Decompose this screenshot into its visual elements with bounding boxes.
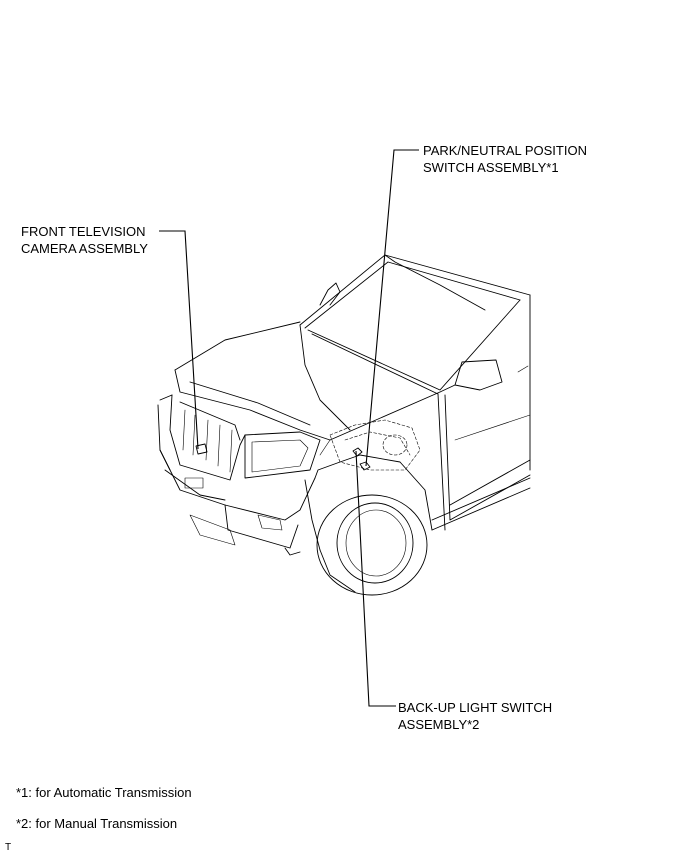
corner-mark: T <box>5 842 12 853</box>
backup-light-switch-label-line1: BACK-UP LIGHT SWITCH <box>398 700 553 715</box>
park-neutral-switch-label-line2: SWITCH ASSEMBLY*1 <box>423 160 559 175</box>
park-neutral-switch-label: PARK/NEUTRAL POSITION SWITCH ASSEMBLY*1 <box>423 142 587 176</box>
backup-light-switch-label: BACK-UP LIGHT SWITCH ASSEMBLY*2 <box>398 699 552 733</box>
footnote-manual: *2: for Manual Transmission <box>16 816 178 831</box>
park-neutral-switch-label-line1: PARK/NEUTRAL POSITION <box>423 143 587 158</box>
front-camera-leader <box>159 230 199 450</box>
front-camera-label: FRONT TELEVISION CAMERA ASSEMBLY <box>21 223 148 257</box>
park-neutral-leader <box>365 149 419 467</box>
vehicle-illustration <box>157 254 531 596</box>
footnote-automatic: *1: for Automatic Transmission <box>16 785 192 800</box>
backup-light-switch-label-line2: ASSEMBLY*2 <box>398 717 480 732</box>
backup-light-leader <box>355 450 396 707</box>
front-camera-label-line2: CAMERA ASSEMBLY <box>21 241 148 256</box>
front-camera-label-line1: FRONT TELEVISION <box>21 224 146 239</box>
